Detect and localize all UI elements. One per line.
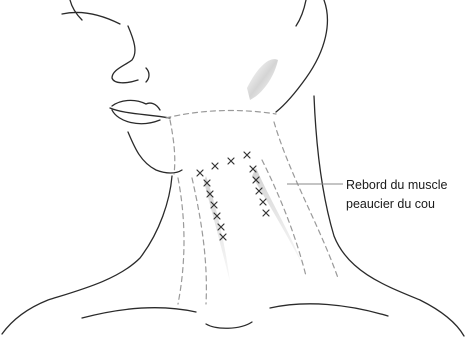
nostril bbox=[146, 68, 149, 82]
cross-mark bbox=[244, 152, 250, 158]
upper-lip bbox=[112, 100, 160, 110]
sternal-notch bbox=[206, 322, 252, 328]
hair-outline bbox=[296, 0, 306, 26]
cross-mark bbox=[263, 210, 269, 216]
lower-lip bbox=[112, 110, 160, 124]
injection-marks bbox=[197, 152, 269, 240]
chin-outline bbox=[128, 132, 182, 173]
eyebrow bbox=[62, 12, 120, 24]
jawline bbox=[276, 0, 327, 112]
neck-right-outline bbox=[314, 96, 464, 336]
annotation-line-1: Rebord du muscle bbox=[346, 176, 464, 195]
mouth-line bbox=[110, 108, 170, 118]
platysma-guide-far-right bbox=[274, 122, 338, 278]
collarbone-left bbox=[82, 308, 196, 318]
cross-mark bbox=[197, 170, 203, 176]
cross-mark bbox=[228, 158, 234, 164]
collarbone-right bbox=[270, 304, 388, 316]
platysma-guide-far-left bbox=[178, 178, 184, 304]
hair-outline bbox=[70, 0, 82, 20]
nose-outline bbox=[112, 26, 138, 83]
platysma-guide-left bbox=[192, 178, 206, 304]
neck-left-outline bbox=[2, 176, 172, 334]
platysma-band-right bbox=[252, 168, 304, 268]
platysma-annotation: Rebord du muscle peaucier du cou bbox=[346, 176, 464, 214]
cross-mark bbox=[212, 163, 218, 169]
annotation-line-2: peaucier du cou bbox=[346, 195, 464, 214]
cheek-shading bbox=[247, 59, 278, 100]
cross-mark bbox=[250, 166, 256, 172]
cross-mark bbox=[260, 199, 266, 205]
jaw-guide-line bbox=[166, 111, 276, 118]
chin-guide-line bbox=[170, 120, 175, 174]
